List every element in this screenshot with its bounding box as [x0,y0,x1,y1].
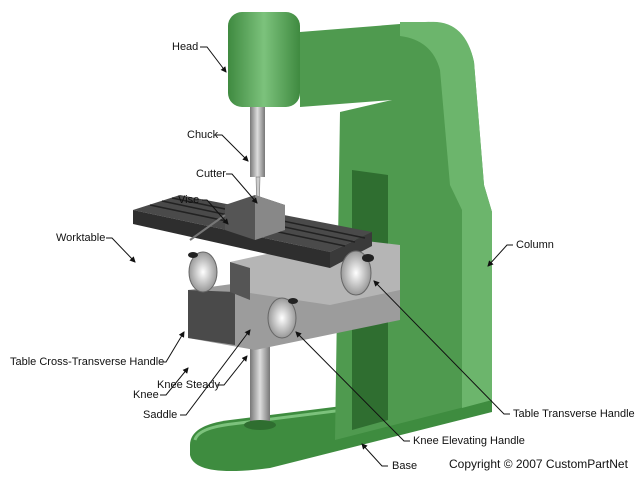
leader-line-column [487,244,513,267]
knee-steady-footing [244,420,276,430]
leader-line-knee-elevating-handle [295,331,410,442]
label-vise: Vise [178,194,200,206]
leader-line-head [200,46,227,73]
leader-line-table-transverse-handle [373,280,510,415]
vise-jaw [255,195,285,240]
column-side-face [400,21,492,409]
knee-front-face [188,290,235,345]
label-knee-elevating-handle: Knee Elevating Handle [413,435,525,447]
table-cross-transverse-handle [188,251,218,293]
label-column: Column [516,239,554,251]
table-transverse-handle-knob [362,254,374,262]
leader-line-cutter [226,173,258,204]
leader-line-knee-steady [217,355,248,386]
table-transverse-handle [340,250,372,296]
label-saddle: Saddle [143,409,178,421]
leader-line-base [361,443,388,467]
leader-line-table-cross-transverse-handle [160,331,185,363]
knee-elevating-handle-knob [288,298,298,304]
leader-line-worktable [106,237,136,263]
knee-elevating-handle [267,297,297,339]
chuck [250,107,265,177]
vise-handle [189,214,226,241]
leader-line-vise [202,199,229,225]
leader-lines [106,46,513,467]
worktable-end-face [330,232,372,268]
label-cutter: Cutter [196,168,226,180]
column [300,21,492,441]
label-chuck: Chuck [187,129,219,141]
knee-steady [250,330,270,425]
saddle-front-face [230,262,250,300]
worktable-front-face [133,210,330,268]
table-cross-transverse-handle-knob [188,252,198,258]
label-worktable: Worktable [56,232,106,244]
label-knee: Knee [133,389,159,401]
label-base: Base [392,460,418,472]
copyright-notice: Copyright © 2007 CustomPartNet [449,457,628,471]
leader-line-knee [160,367,189,396]
head [228,12,300,107]
leader-line-saddle [180,329,251,416]
base-highlight [193,392,471,441]
label-knee-steady: Knee Steady [157,379,220,391]
label-table-cross-transverse-handle: Table Cross-Transverse Handle [10,356,165,368]
leader-line-chuck [216,134,249,162]
label-head: Head [172,41,199,53]
label-table-transverse-handle: Table Transverse Handle [513,408,635,420]
